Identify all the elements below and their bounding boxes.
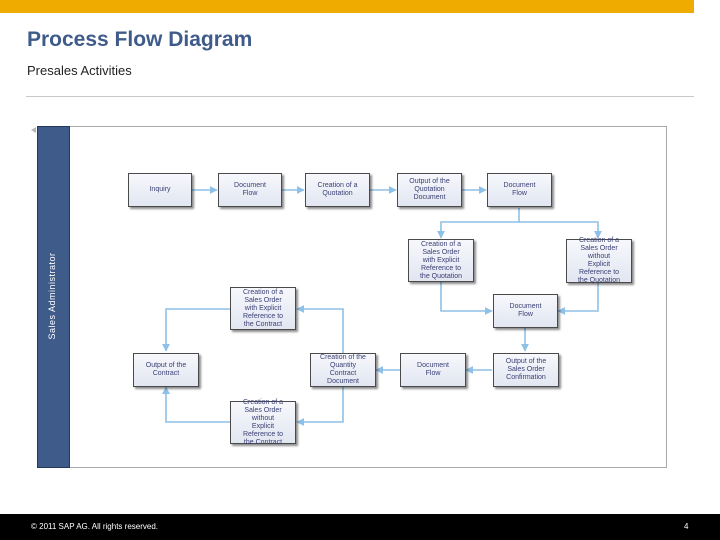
arrow-salesorder-with-ref-to-docflow (440, 282, 493, 315)
arrow-sales-order-contract-with-ref-to-output (162, 308, 230, 352)
arrow-sales-order-contract-without-ref-to-output (162, 386, 230, 423)
node-quantity-contract[interactable]: Creation of the Quantity Contract Docume… (310, 353, 376, 387)
node-creation-of-quotation[interactable]: Creation of a Quotation (305, 173, 370, 207)
node-document-flow[interactable]: Document Flow (400, 353, 466, 387)
copyright-text: © 2011 SAP AG. All rights reserved. (31, 522, 158, 531)
node-sales-order-with-contract-reference[interactable]: Creation of a Sales Order with Explicit … (230, 287, 296, 330)
accent-bar (0, 0, 694, 13)
arrow-salesorder-without-ref-to-docflow (557, 283, 599, 315)
node-output-of-quotation[interactable]: Output of the Quotation Document (397, 173, 462, 207)
node-document-flow[interactable]: Document Flow (493, 294, 558, 328)
swimlane-bar (37, 126, 70, 468)
page-subtitle: Presales Activities (27, 63, 132, 78)
node-document-flow[interactable]: Document Flow (218, 173, 282, 207)
page-number: 4 (684, 522, 689, 531)
node-document-flow[interactable]: Document Flow (487, 173, 552, 207)
node-sales-order-without-contract-reference[interactable]: Creation of a Sales Order without Explic… (230, 399, 296, 446)
node-sales-order-without-quotation-reference[interactable]: Creation of a Sales Order without Explic… (566, 237, 632, 284)
node-output-of-contract[interactable]: Output of the Contract (133, 353, 199, 387)
triangle-marker-icon (31, 127, 36, 133)
arrow-contract-to-sales-order-contract-with-ref (296, 305, 344, 353)
page-title: Process Flow Diagram (27, 28, 253, 51)
footer-bar (0, 514, 720, 540)
node-sales-order-with-quotation-reference[interactable]: Creation of a Sales Order with Explicit … (408, 239, 474, 282)
arrow-docflow-to-salesorder-with-ref (437, 208, 520, 239)
arrow-contract-to-sales-order-contract-without-ref (296, 387, 344, 426)
node-inquiry[interactable]: Inquiry (128, 173, 192, 207)
arrow-docflow-to-salesorder-without-ref (519, 221, 602, 239)
node-output-of-sales-order-confirmation[interactable]: Output of the Sales Order Confirmation (493, 353, 559, 387)
title-divider (26, 96, 694, 97)
